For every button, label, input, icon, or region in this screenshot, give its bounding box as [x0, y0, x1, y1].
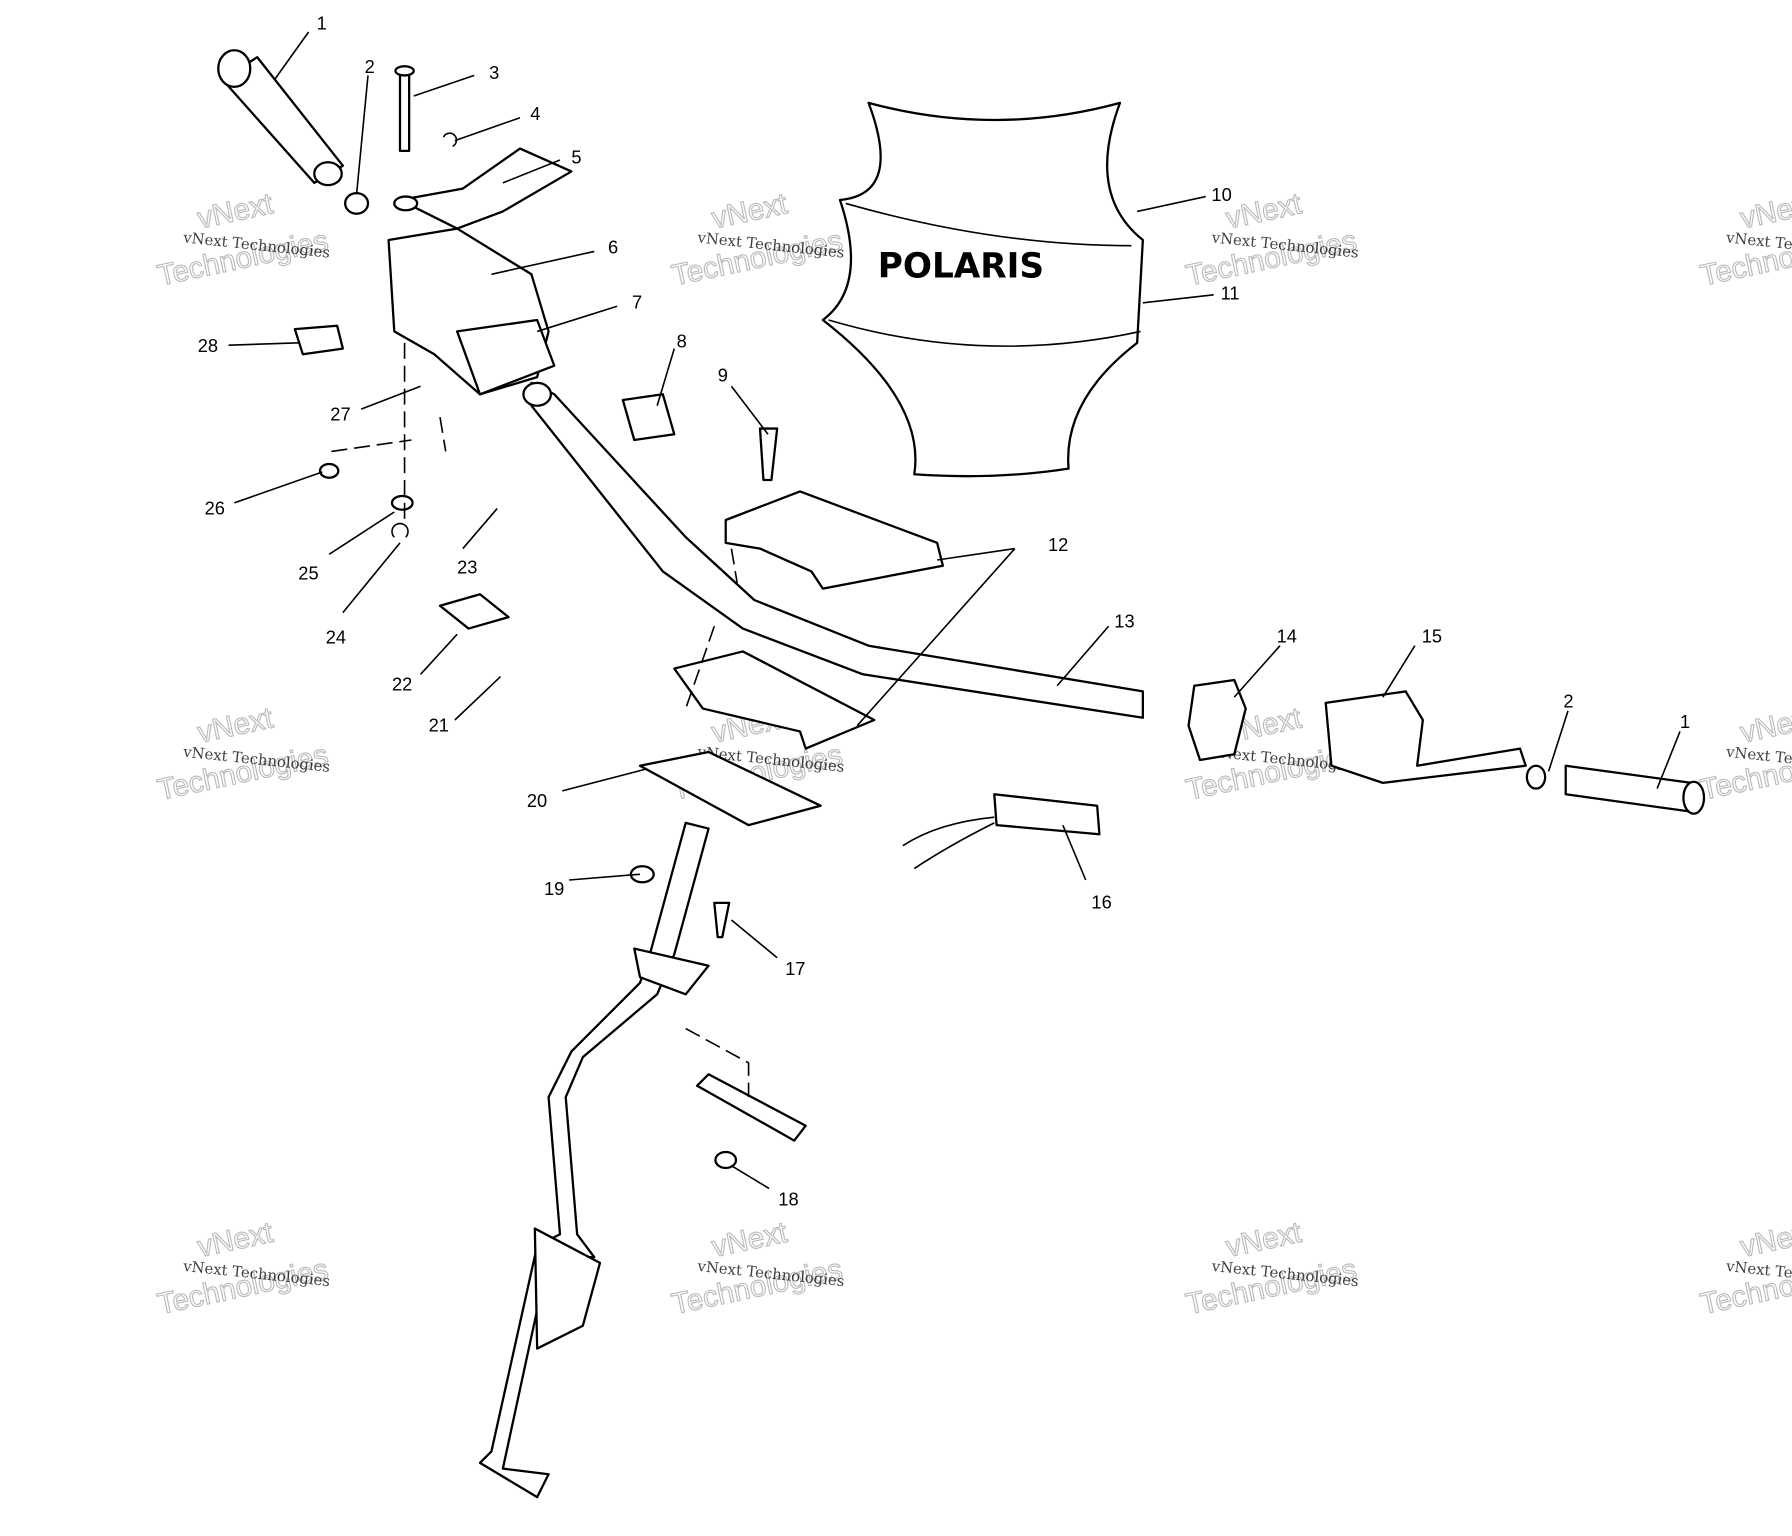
steering-post: [478, 821, 710, 1499]
callout-4: 4: [530, 103, 540, 124]
callout-27: 27: [330, 404, 350, 425]
lower-clamp: [673, 650, 876, 750]
callouts: 1 2 3 4 5 6 7 8 9 10 11 12 13 14 15 2 1 …: [198, 13, 1690, 1210]
callout-17: 17: [785, 958, 805, 979]
watermark-text: vNext: [1737, 1216, 1792, 1264]
switch: [1187, 678, 1247, 762]
callout-2-right: 2: [1563, 690, 1573, 711]
callout-28: 28: [198, 335, 218, 356]
callout-24: 24: [326, 626, 346, 647]
callout-21: 21: [429, 714, 449, 735]
watermark-text: vNext: [709, 1216, 791, 1264]
handlebar: [530, 381, 1144, 719]
callout-14: 14: [1277, 625, 1297, 646]
watermark-text: vNext: [195, 1216, 277, 1264]
callout-20: 20: [527, 790, 547, 811]
callout-5: 5: [571, 146, 581, 167]
throttle-block: [387, 147, 573, 396]
callout-1-right: 1: [1680, 711, 1690, 732]
callout-1: 1: [317, 13, 327, 34]
callout-8: 8: [677, 330, 687, 351]
polaris-logo: POLARIS: [878, 247, 1044, 287]
watermark-text: vNext: [1223, 1216, 1305, 1264]
callout-13: 13: [1114, 610, 1134, 631]
leader-lines: [228, 31, 1681, 1190]
watermark-text: vNext: [1737, 187, 1792, 235]
callout-10: 10: [1211, 184, 1231, 205]
callout-23: 23: [457, 557, 477, 578]
callout-3: 3: [489, 62, 499, 83]
callout-22: 22: [392, 673, 412, 694]
callout-26: 26: [205, 497, 225, 518]
watermark-text: vNext: [195, 187, 277, 235]
callout-12: 12: [1048, 534, 1068, 555]
grip-right: [1525, 764, 1706, 815]
callout-11: 11: [1221, 282, 1240, 303]
callout-9: 9: [718, 365, 728, 386]
bar-pad: POLARIS: [821, 101, 1144, 478]
watermark-text: vNext: [709, 187, 791, 235]
callout-7: 7: [632, 292, 642, 313]
watermark-text: vNext: [1737, 701, 1792, 749]
callout-25: 25: [298, 562, 318, 583]
callout-19: 19: [544, 878, 564, 899]
watermark-text: vNext: [1223, 187, 1305, 235]
callout-2: 2: [365, 56, 375, 77]
heater-element: [993, 793, 1101, 836]
mount-plate: [638, 750, 822, 827]
callout-15: 15: [1422, 625, 1442, 646]
callout-16: 16: [1091, 892, 1111, 913]
brake-master: [1324, 690, 1527, 784]
callout-18: 18: [778, 1189, 798, 1210]
upper-clamp: [724, 490, 944, 590]
callout-6: 6: [608, 237, 618, 258]
watermark-text: vNext: [195, 701, 277, 749]
grip-left: [217, 49, 370, 215]
